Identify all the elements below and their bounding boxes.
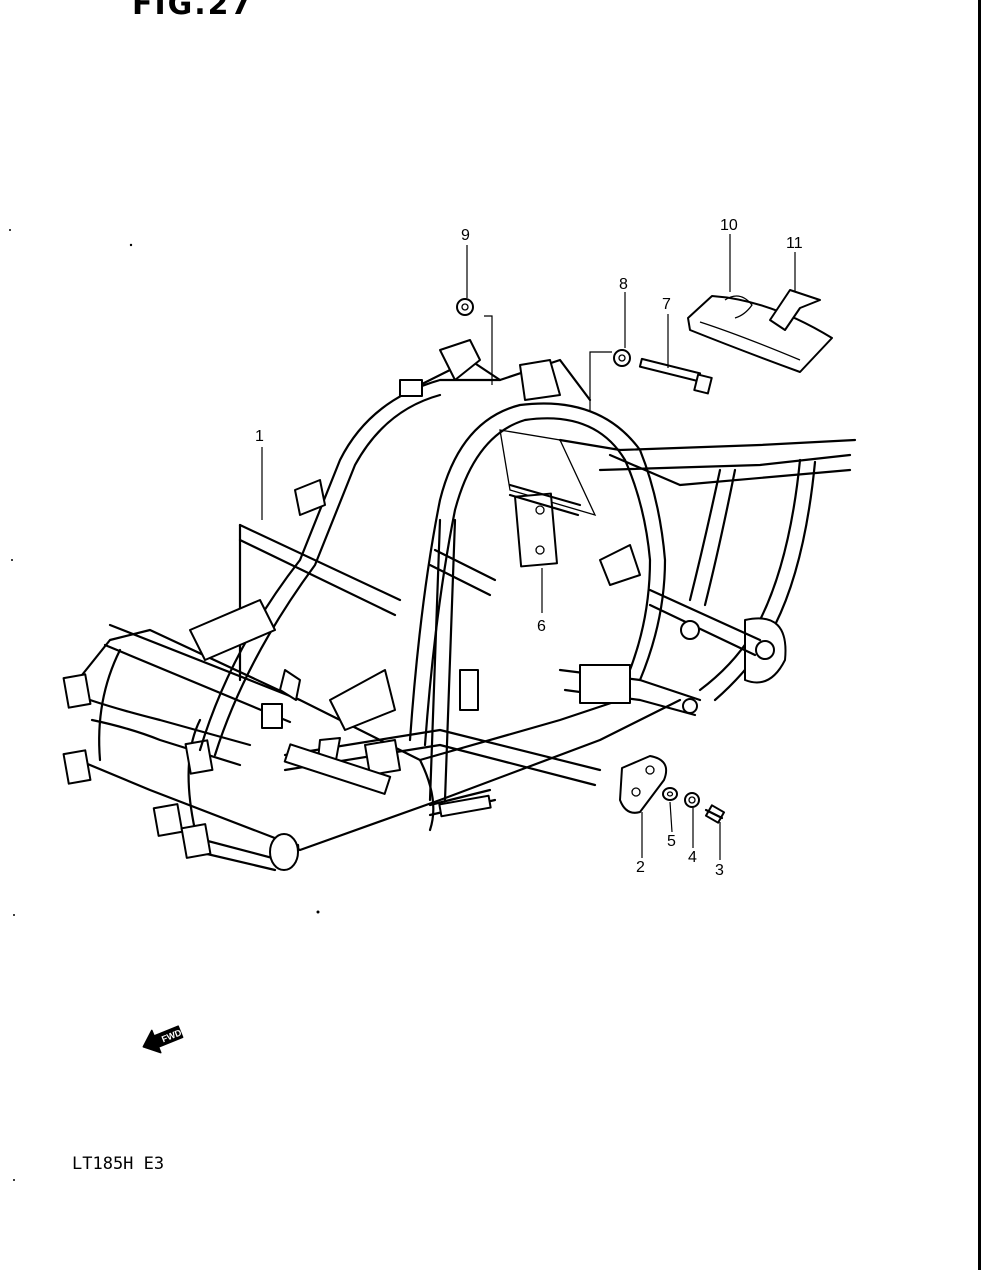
scan-noise xyxy=(9,229,320,1181)
frame-body xyxy=(62,339,857,872)
callout-7: 7 xyxy=(662,296,671,313)
page-edge-border xyxy=(978,0,981,1270)
nut-4 xyxy=(684,792,700,808)
callout-11: 11 xyxy=(786,235,803,252)
cover-10-11 xyxy=(687,289,833,373)
bolt-3 xyxy=(704,804,726,824)
callout-5: 5 xyxy=(667,833,676,850)
callout-9: 9 xyxy=(461,227,470,244)
callout-6: 6 xyxy=(537,618,546,635)
callout-10: 10 xyxy=(720,217,738,234)
leader-lines xyxy=(261,234,796,860)
figure-title: FIG.27 xyxy=(132,0,254,22)
callout-8: 8 xyxy=(619,276,628,293)
callout-3: 3 xyxy=(715,862,724,879)
callout-1: 1 xyxy=(255,428,264,445)
fwd-arrow-icon: FWD xyxy=(142,1025,184,1054)
callout-2: 2 xyxy=(636,859,645,876)
callout-4: 4 xyxy=(688,849,697,866)
mount-plate-2 xyxy=(619,755,668,814)
washer-5 xyxy=(662,787,678,801)
nut-9 xyxy=(456,298,474,316)
model-code: LT185H E3 xyxy=(72,1154,165,1174)
washer-8 xyxy=(613,349,631,367)
bolt-7 xyxy=(638,357,713,395)
